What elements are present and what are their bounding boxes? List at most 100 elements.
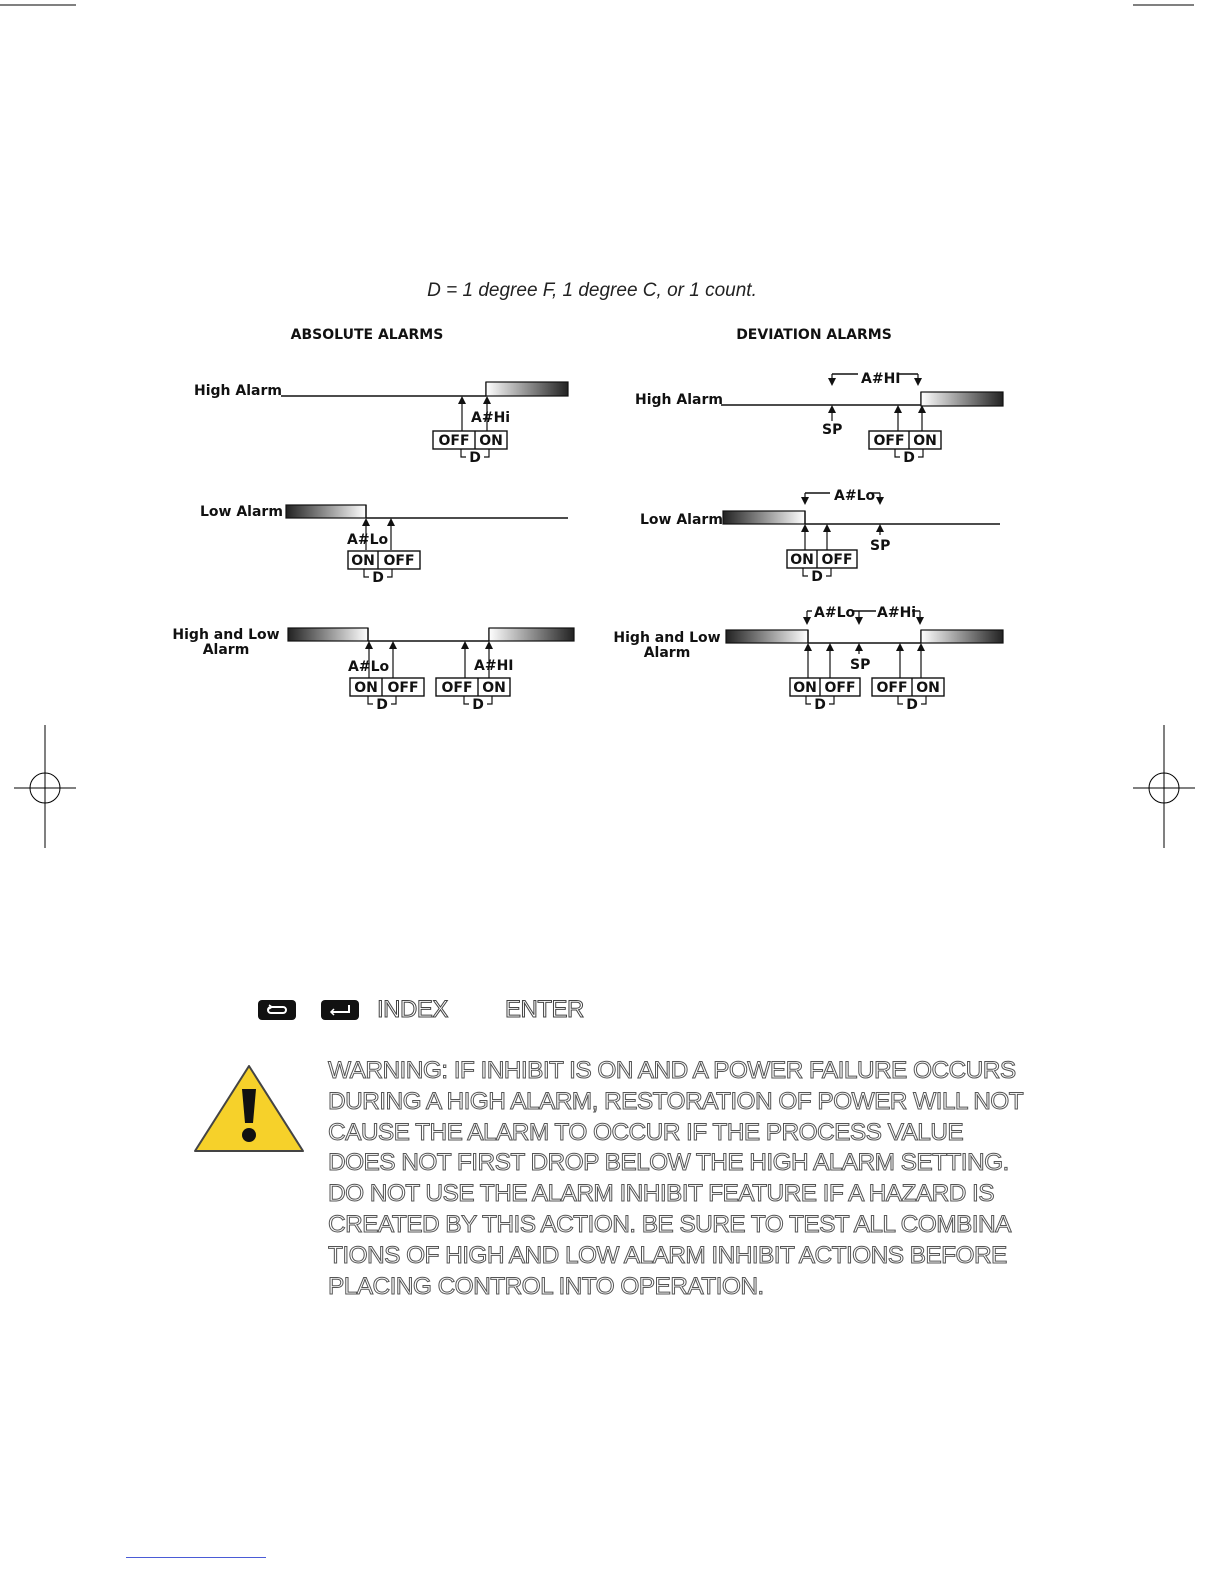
state-label: ON bbox=[790, 552, 814, 568]
dev-low-arrow-off-icon bbox=[823, 524, 831, 532]
footer-rule bbox=[126, 1557, 266, 1558]
deadband-label: D bbox=[903, 450, 915, 466]
state-label: OFF bbox=[873, 433, 904, 449]
state-label: OFF bbox=[876, 680, 907, 696]
dev-hl-ahi-label: A#Hi bbox=[877, 605, 916, 621]
deadband-bracket bbox=[897, 696, 927, 705]
dev-high-bracket-left-icon bbox=[828, 378, 836, 386]
state-box bbox=[871, 677, 945, 697]
dev-hl-bracket-lo-left-icon bbox=[803, 617, 811, 625]
deadband-label: D bbox=[376, 697, 388, 713]
state-label: OFF bbox=[383, 553, 414, 569]
cycle-key-icon bbox=[258, 1000, 296, 1020]
deadband-label: D bbox=[372, 570, 384, 586]
dev-low-on-bar bbox=[722, 510, 806, 525]
deadband-label: D bbox=[811, 569, 823, 585]
state-label: ON bbox=[479, 433, 503, 449]
dev-low-label: Low Alarm bbox=[640, 512, 723, 528]
index-label: INDEX bbox=[377, 996, 449, 1024]
state-label: ON bbox=[916, 680, 940, 696]
dev-hl-arrow-4-icon bbox=[917, 643, 925, 651]
abs-hl-arrow-3-icon bbox=[461, 641, 469, 649]
state-box bbox=[435, 677, 511, 697]
dev-hl-arrow-2-icon bbox=[826, 643, 834, 651]
dev-low-arrow-on-icon bbox=[801, 524, 809, 532]
dev-high-bracket-right-icon bbox=[914, 378, 922, 386]
abs-low-arrow-on-icon bbox=[362, 518, 370, 526]
state-label: OFF bbox=[387, 680, 418, 696]
dev-low-sp-arrow-icon bbox=[876, 524, 884, 532]
state-label: ON bbox=[793, 680, 817, 696]
dev-hl-arrow-1-icon bbox=[804, 643, 812, 651]
warning-line: DOES NOT FIRST DROP BELOW THE HIGH ALARM… bbox=[328, 1149, 1010, 1177]
warning-line: CAUSE THE ALARM TO OCCUR IF THE PROCESS … bbox=[328, 1118, 965, 1146]
state-box bbox=[789, 677, 861, 697]
abs-hl-label-2: Alarm bbox=[203, 642, 250, 658]
dev-hl-sp-label: SP bbox=[850, 657, 870, 673]
abs-low-arrow-off-icon bbox=[387, 518, 395, 526]
dev-alo-label: A#Lo bbox=[834, 488, 875, 504]
state-box bbox=[786, 549, 858, 569]
abs-low-on-bar bbox=[285, 504, 367, 519]
state-label: OFF bbox=[824, 680, 855, 696]
crosshair-right-icon bbox=[1133, 725, 1195, 848]
dev-hl-label-2: Alarm bbox=[644, 645, 691, 661]
abs-hl-arrow-4-icon bbox=[485, 641, 493, 649]
abs-high-arrow-on-icon bbox=[483, 396, 491, 404]
abs-hl-arrow-2-icon bbox=[389, 641, 397, 649]
warning-line: DURING A HIGH ALARM, RESTORATION OF POWE… bbox=[328, 1087, 1025, 1115]
deadband-bracket bbox=[894, 449, 924, 458]
state-label: OFF bbox=[438, 433, 469, 449]
warning-text: WARNING: IF INHIBIT IS ON AND A POWER FA… bbox=[328, 1056, 1088, 1302]
dev-low-bracket-left-icon bbox=[801, 497, 809, 505]
dev-high-label: High Alarm bbox=[635, 392, 723, 408]
crosshair-left-icon bbox=[14, 725, 76, 848]
dev-low-bracket-right-icon bbox=[876, 497, 884, 505]
deadband-bracket bbox=[805, 696, 835, 705]
dev-high-arrow-on-icon bbox=[918, 405, 926, 413]
deadband-label: D bbox=[906, 697, 918, 713]
abs-alo-label: A#Lo bbox=[347, 532, 388, 548]
deadband-bracket bbox=[463, 696, 493, 705]
abs-hl-label-1: High and Low bbox=[172, 627, 279, 643]
dev-hl-arrow-3-icon bbox=[896, 643, 904, 651]
abs-high-arrow-off-icon bbox=[458, 396, 466, 404]
deviation-alarms-heading: DEVIATION ALARMS bbox=[736, 327, 892, 343]
deadband-bracket bbox=[363, 569, 393, 578]
deadband-bracket bbox=[367, 696, 397, 705]
dev-low-sp-label: SP bbox=[870, 538, 890, 554]
dev-hl-label-1: High and Low bbox=[613, 630, 720, 646]
state-label: OFF bbox=[441, 680, 472, 696]
warning-line: PLACING CONTROL INTO OPERATION. bbox=[328, 1272, 765, 1300]
abs-low-label: Low Alarm bbox=[200, 504, 283, 520]
dev-high-arrow-off-icon bbox=[894, 405, 902, 413]
deadband-bracket bbox=[460, 449, 490, 458]
state-box bbox=[349, 677, 425, 697]
warning-line: TIONS OF HIGH AND LOW ALARM INHIBIT ACTI… bbox=[328, 1241, 1008, 1269]
warning-triangle-icon bbox=[194, 1065, 304, 1152]
dev-hl-bracket-mid-icon bbox=[855, 617, 863, 625]
dev-hl-low-bar bbox=[725, 629, 809, 644]
abs-hl-alo-label: A#Lo bbox=[348, 659, 389, 675]
alarm-diagrams: ABSOLUTE ALARMS DEVIATION ALARMS High Alar… bbox=[172, 327, 1004, 713]
deadband-label: D bbox=[814, 697, 826, 713]
warning-line: DO NOT USE THE ALARM INHIBIT FEATURE IF … bbox=[328, 1180, 996, 1208]
dev-high-sp-arrow-icon bbox=[828, 405, 836, 413]
abs-hl-ahi-label: A#HI bbox=[474, 658, 514, 674]
dev-high-on-bar bbox=[920, 391, 1004, 407]
state-box bbox=[347, 550, 421, 570]
state-label: ON bbox=[482, 680, 506, 696]
enter-label: ENTER bbox=[505, 996, 585, 1024]
absolute-alarms-heading: ABSOLUTE ALARMS bbox=[291, 327, 444, 343]
state-label: ON bbox=[354, 680, 378, 696]
enter-key-icon bbox=[321, 1000, 359, 1020]
dev-hl-bracket-hi-right-icon bbox=[916, 617, 924, 625]
state-box bbox=[432, 430, 508, 450]
dev-hl-high-bar bbox=[920, 629, 1004, 644]
warning-line: WARNING: IF INHIBIT IS ON AND A POWER FA… bbox=[328, 1057, 1017, 1085]
abs-high-label: High Alarm bbox=[194, 383, 282, 399]
deadband-bracket bbox=[802, 568, 832, 577]
dev-hl-sp-arrow-icon bbox=[855, 643, 863, 651]
abs-ahi-label: A#Hi bbox=[471, 410, 510, 426]
abs-hl-high-bar bbox=[488, 627, 575, 642]
